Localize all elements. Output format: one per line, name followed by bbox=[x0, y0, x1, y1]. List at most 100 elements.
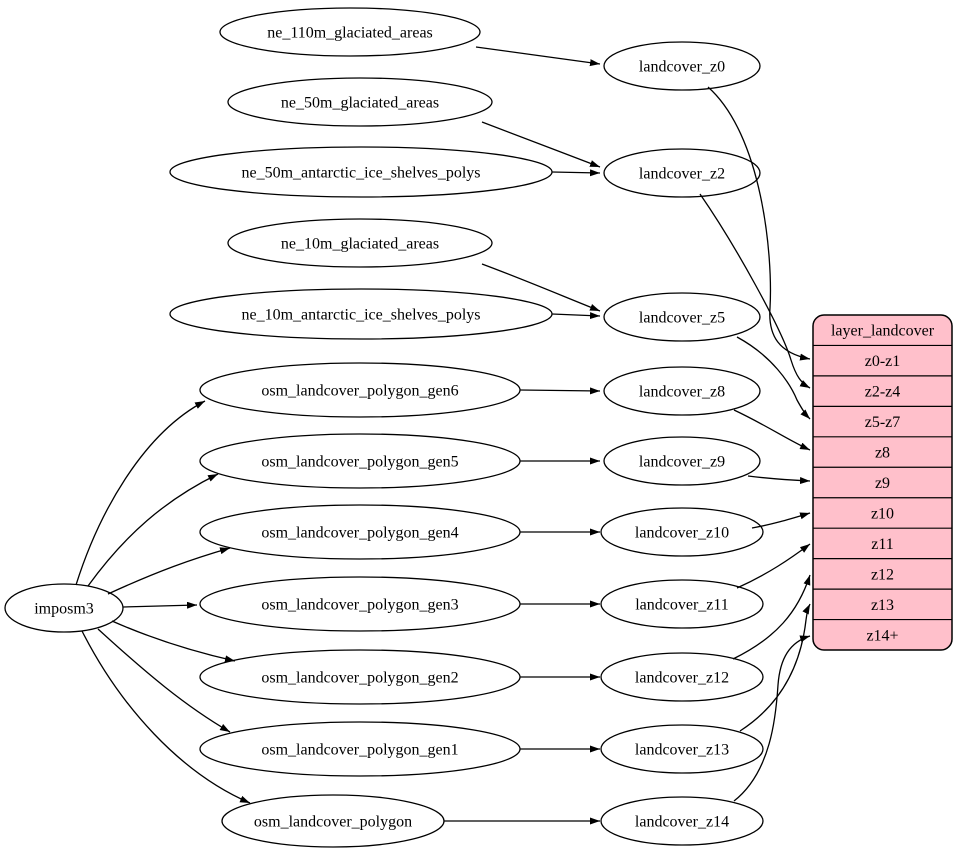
table-row-z10: z10 bbox=[871, 505, 894, 522]
node-label-osm_landcover_polygon_gen3: osm_landcover_polygon_gen3 bbox=[261, 597, 458, 614]
edge-ne_10m_glaciated_areas--landcover_z5 bbox=[481, 263, 601, 312]
edge-imposm3--osm_landcover_polygon_gen3 bbox=[122, 601, 198, 609]
edge-landcover_z2--layer_landcover.z2-z4 bbox=[699, 193, 811, 389]
node-label-landcover_z0: landcover_z0 bbox=[639, 59, 725, 76]
edge-landcover_z12--layer_landcover.z12 bbox=[732, 574, 811, 660]
node-osm_landcover_polygon: osm_landcover_polygon bbox=[221, 794, 445, 848]
node-label-ne_50m_antarctic_ice_shelves_polys: ne_50m_antarctic_ice_shelves_polys bbox=[241, 165, 480, 182]
node-label-landcover_z10: landcover_z10 bbox=[635, 525, 729, 542]
node-shape-landcover_z12 bbox=[600, 652, 764, 702]
edge-landcover_z10--layer_landcover.z10 bbox=[751, 512, 811, 529]
node-label-landcover_z14: landcover_z14 bbox=[635, 814, 729, 831]
node-label-landcover_z12: landcover_z12 bbox=[635, 670, 729, 687]
nodes-layer: imposm3 ne_110m_glaciated_areas ne_50m_gla… bbox=[4, 7, 764, 848]
table-title: layer_landcover bbox=[831, 323, 935, 340]
node-label-osm_landcover_polygon_gen5: osm_landcover_polygon_gen5 bbox=[261, 454, 458, 471]
node-ne_110m_glaciated_areas: ne_110m_glaciated_areas bbox=[219, 7, 481, 57]
node-imposm3: imposm3 bbox=[4, 583, 124, 633]
edges-layer bbox=[75, 46, 811, 825]
node-shape-ne_50m_glaciated_areas bbox=[227, 77, 493, 127]
node-label-ne_110m_glaciated_areas: ne_110m_glaciated_areas bbox=[267, 25, 433, 42]
node-landcover_z12: landcover_z12 bbox=[600, 652, 764, 702]
edge-osm_landcover_polygon_gen6--landcover_z8 bbox=[519, 387, 601, 395]
node-label-osm_landcover_polygon: osm_landcover_polygon bbox=[254, 814, 412, 831]
table-row-z0-z1: z0-z1 bbox=[865, 353, 901, 370]
edge-ne_110m_glaciated_areas--landcover_z0 bbox=[475, 46, 601, 67]
edge-landcover_z8--layer_landcover.z8 bbox=[733, 409, 811, 451]
node-landcover_z5: landcover_z5 bbox=[603, 292, 761, 342]
edge-landcover_z0--layer_landcover.z0-z1 bbox=[707, 86, 811, 361]
node-label-ne_10m_antarctic_ice_shelves_polys: ne_10m_antarctic_ice_shelves_polys bbox=[241, 307, 480, 324]
table-row-z5-z7: z5-z7 bbox=[865, 414, 901, 431]
node-osm_landcover_polygon_gen4: osm_landcover_polygon_gen4 bbox=[199, 504, 521, 560]
node-ne_10m_antarctic_ice_shelves_polys: ne_10m_antarctic_ice_shelves_polys bbox=[169, 288, 553, 340]
table-row-z9: z9 bbox=[875, 475, 890, 492]
node-shape-landcover_z0 bbox=[603, 41, 761, 91]
node-shape-landcover_z13 bbox=[600, 724, 764, 774]
edge-ne_10m_antarctic_ice_shelves_polys--landcover_z5 bbox=[551, 312, 601, 320]
node-label-imposm3: imposm3 bbox=[34, 601, 94, 618]
edge-imposm3--osm_landcover_polygon_gen6 bbox=[75, 400, 206, 586]
node-label-osm_landcover_polygon_gen1: osm_landcover_polygon_gen1 bbox=[261, 742, 458, 759]
table-layer_landcover: layer_landcover z0-z1 z2-z4 z5-z7 z8 z9 z10 z11… bbox=[812, 314, 953, 651]
node-osm_landcover_polygon_gen3: osm_landcover_polygon_gen3 bbox=[199, 576, 521, 632]
node-landcover_z11: landcover_z11 bbox=[600, 579, 764, 629]
node-landcover_z0: landcover_z0 bbox=[603, 41, 761, 91]
node-label-ne_10m_glaciated_areas: ne_10m_glaciated_areas bbox=[281, 236, 439, 253]
table-row-z2-z4: z2-z4 bbox=[865, 384, 901, 401]
node-osm_landcover_polygon_gen2: osm_landcover_polygon_gen2 bbox=[199, 649, 521, 705]
node-shape-ne_10m_glaciated_areas bbox=[227, 218, 493, 268]
table-row-z13: z13 bbox=[871, 597, 894, 614]
node-label-osm_landcover_polygon_gen6: osm_landcover_polygon_gen6 bbox=[261, 383, 458, 400]
node-osm_landcover_polygon_gen1: osm_landcover_polygon_gen1 bbox=[199, 721, 521, 777]
edge-imposm3--osm_landcover_polygon_gen4 bbox=[107, 547, 231, 595]
node-label-landcover_z13: landcover_z13 bbox=[635, 742, 729, 759]
table-outline bbox=[812, 314, 953, 651]
table-row-z12: z12 bbox=[871, 566, 894, 583]
table-row-z14+: z14+ bbox=[866, 627, 898, 644]
node-ne_50m_glaciated_areas: ne_50m_glaciated_areas bbox=[227, 77, 493, 127]
node-label-landcover_z9: landcover_z9 bbox=[639, 454, 725, 471]
node-shape-landcover_z2 bbox=[603, 148, 761, 198]
node-landcover_z9: landcover_z9 bbox=[603, 436, 761, 486]
edge-imposm3--osm_landcover_polygon_gen5 bbox=[87, 473, 219, 587]
node-shape-landcover_z9 bbox=[603, 436, 761, 486]
node-ne_10m_glaciated_areas: ne_10m_glaciated_areas bbox=[227, 218, 493, 268]
edge-imposm3--osm_landcover_polygon_gen2 bbox=[111, 620, 236, 663]
node-shape-landcover_z11 bbox=[600, 579, 764, 629]
table-row-z11: z11 bbox=[871, 536, 894, 553]
node-label-landcover_z5: landcover_z5 bbox=[639, 310, 725, 327]
node-landcover_z8: landcover_z8 bbox=[603, 366, 761, 416]
node-landcover_z2: landcover_z2 bbox=[603, 148, 761, 198]
node-landcover_z10: landcover_z10 bbox=[600, 507, 764, 557]
node-shape-landcover_z5 bbox=[603, 292, 761, 342]
node-label-landcover_z8: landcover_z8 bbox=[639, 384, 725, 401]
node-shape-imposm3 bbox=[4, 583, 124, 633]
node-shape-landcover_z14 bbox=[600, 796, 764, 846]
table-row-z8: z8 bbox=[875, 445, 890, 462]
edge-landcover_z14--layer_landcover.z14+ bbox=[733, 635, 811, 802]
node-label-osm_landcover_polygon_gen4: osm_landcover_polygon_gen4 bbox=[261, 525, 458, 542]
edge-ne_50m_antarctic_ice_shelves_polys--landcover_z2 bbox=[551, 169, 601, 177]
edge-landcover_z9--layer_landcover.z9 bbox=[747, 475, 811, 485]
node-label-osm_landcover_polygon_gen2: osm_landcover_polygon_gen2 bbox=[261, 670, 458, 687]
node-shape-ne_110m_glaciated_areas bbox=[219, 7, 481, 57]
node-shape-landcover_z8 bbox=[603, 366, 761, 416]
edge-landcover_z5--layer_landcover.z5-z7 bbox=[736, 336, 811, 420]
node-shape-landcover_z10 bbox=[600, 507, 764, 557]
edge-landcover_z13--layer_landcover.z13 bbox=[739, 603, 811, 732]
node-label-landcover_z2: landcover_z2 bbox=[639, 166, 725, 183]
edge-imposm3--osm_landcover_polygon bbox=[81, 630, 251, 804]
node-landcover_z13: landcover_z13 bbox=[600, 724, 764, 774]
node-osm_landcover_polygon_gen6: osm_landcover_polygon_gen6 bbox=[199, 362, 521, 418]
edge-imposm3--osm_landcover_polygon_gen1 bbox=[97, 628, 231, 733]
edge-ne_50m_glaciated_areas--landcover_z2 bbox=[481, 121, 601, 168]
node-label-ne_50m_glaciated_areas: ne_50m_glaciated_areas bbox=[281, 95, 439, 112]
node-landcover_z14: landcover_z14 bbox=[600, 796, 764, 846]
node-ne_50m_antarctic_ice_shelves_polys: ne_50m_antarctic_ice_shelves_polys bbox=[169, 146, 553, 198]
node-label-landcover_z11: landcover_z11 bbox=[635, 597, 729, 614]
table-layer: layer_landcover z0-z1 z2-z4 z5-z7 z8 z9 z10 z11… bbox=[812, 314, 953, 651]
node-osm_landcover_polygon_gen5: osm_landcover_polygon_gen5 bbox=[199, 433, 521, 489]
